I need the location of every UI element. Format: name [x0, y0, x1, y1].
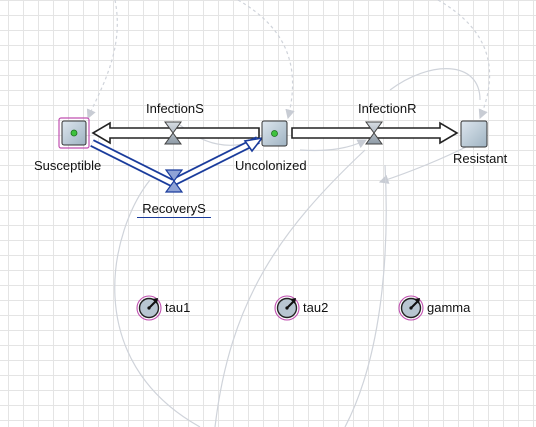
parameter-label-tau1: tau1: [165, 300, 191, 315]
flow-pipe-infections[interactable]: [91, 121, 260, 145]
stock-label-uncolonized: Uncolonized: [235, 158, 307, 173]
flow-label-infections: InfectionS: [146, 101, 204, 116]
flow-label-infectionr: InfectionR: [358, 101, 417, 116]
parameter-tau2[interactable]: [274, 295, 300, 321]
stock-label-resistant: Resistant: [453, 151, 508, 166]
valve-infectionr[interactable]: [365, 121, 383, 145]
valve-infections[interactable]: [164, 121, 182, 145]
link-to-susceptible[interactable]: [86, 0, 118, 120]
link-to-infectionr[interactable]: [299, 139, 368, 152]
link-tau2-curve[interactable]: [214, 149, 366, 427]
link-to-uncolonized[interactable]: [237, 0, 295, 120]
link-tau1-curve[interactable]: [114, 179, 201, 427]
initial-value-dot: [70, 129, 78, 137]
valve-recoverys[interactable]: [164, 169, 184, 193]
parameter-tau1[interactable]: [136, 295, 162, 321]
link-resistant-to-infectionr[interactable]: [378, 144, 471, 184]
stock-susceptible[interactable]: [58, 117, 90, 149]
parameter-gamma[interactable]: [398, 295, 424, 321]
link-resistant-loop[interactable]: [389, 68, 481, 101]
stock-label-susceptible: Susceptible: [34, 158, 102, 173]
link-gamma-curve[interactable]: [344, 164, 387, 427]
selection-outline: [58, 117, 90, 149]
parameter-label-tau2: tau2: [303, 300, 329, 315]
flow-label-recoverys: RecoveryS: [137, 201, 211, 218]
parameter-label-gamma: gamma: [427, 300, 471, 315]
stock-uncolonized[interactable]: [261, 120, 288, 147]
initial-value-dot: [271, 130, 278, 137]
link-to-resistant[interactable]: [437, 0, 491, 120]
stock-resistant[interactable]: [460, 120, 488, 148]
